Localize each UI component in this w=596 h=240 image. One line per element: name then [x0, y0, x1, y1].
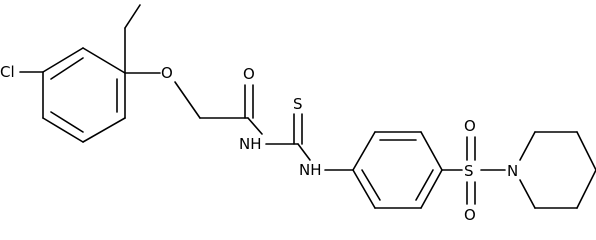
thioamide-nh-atom: NH: [299, 161, 322, 179]
carbonyl-nh-bond: [247, 117, 263, 135]
sulfonyl-oxygen-top-atom: O: [464, 117, 476, 135]
phenylene-ring: [352, 131, 443, 209]
chemical-structure-diagram: Cl O O NH S NH S O O N: [0, 4, 596, 223]
thio-sulfur-atom: S: [293, 95, 303, 113]
sulfonyl-sulfur-atom: S: [464, 162, 474, 180]
carbonyl-oxygen-atom: O: [243, 65, 255, 83]
piperidine-ring: [519, 131, 596, 209]
chlorine-atom: Cl: [0, 63, 15, 81]
sulfonyl-oxygen-bottom-atom: O: [464, 206, 476, 223]
amide-nh-atom: NH: [239, 135, 262, 153]
piperidine-nitrogen-atom: N: [507, 162, 518, 180]
chloro-methylphenyl-ring: [42, 47, 126, 143]
oxygen-ch2-bond: [174, 81, 201, 119]
methyl-bond-end: [124, 4, 141, 29]
thiocarbonyl-nh-bond: [297, 143, 311, 161]
ether-oxygen-atom: O: [161, 64, 173, 82]
